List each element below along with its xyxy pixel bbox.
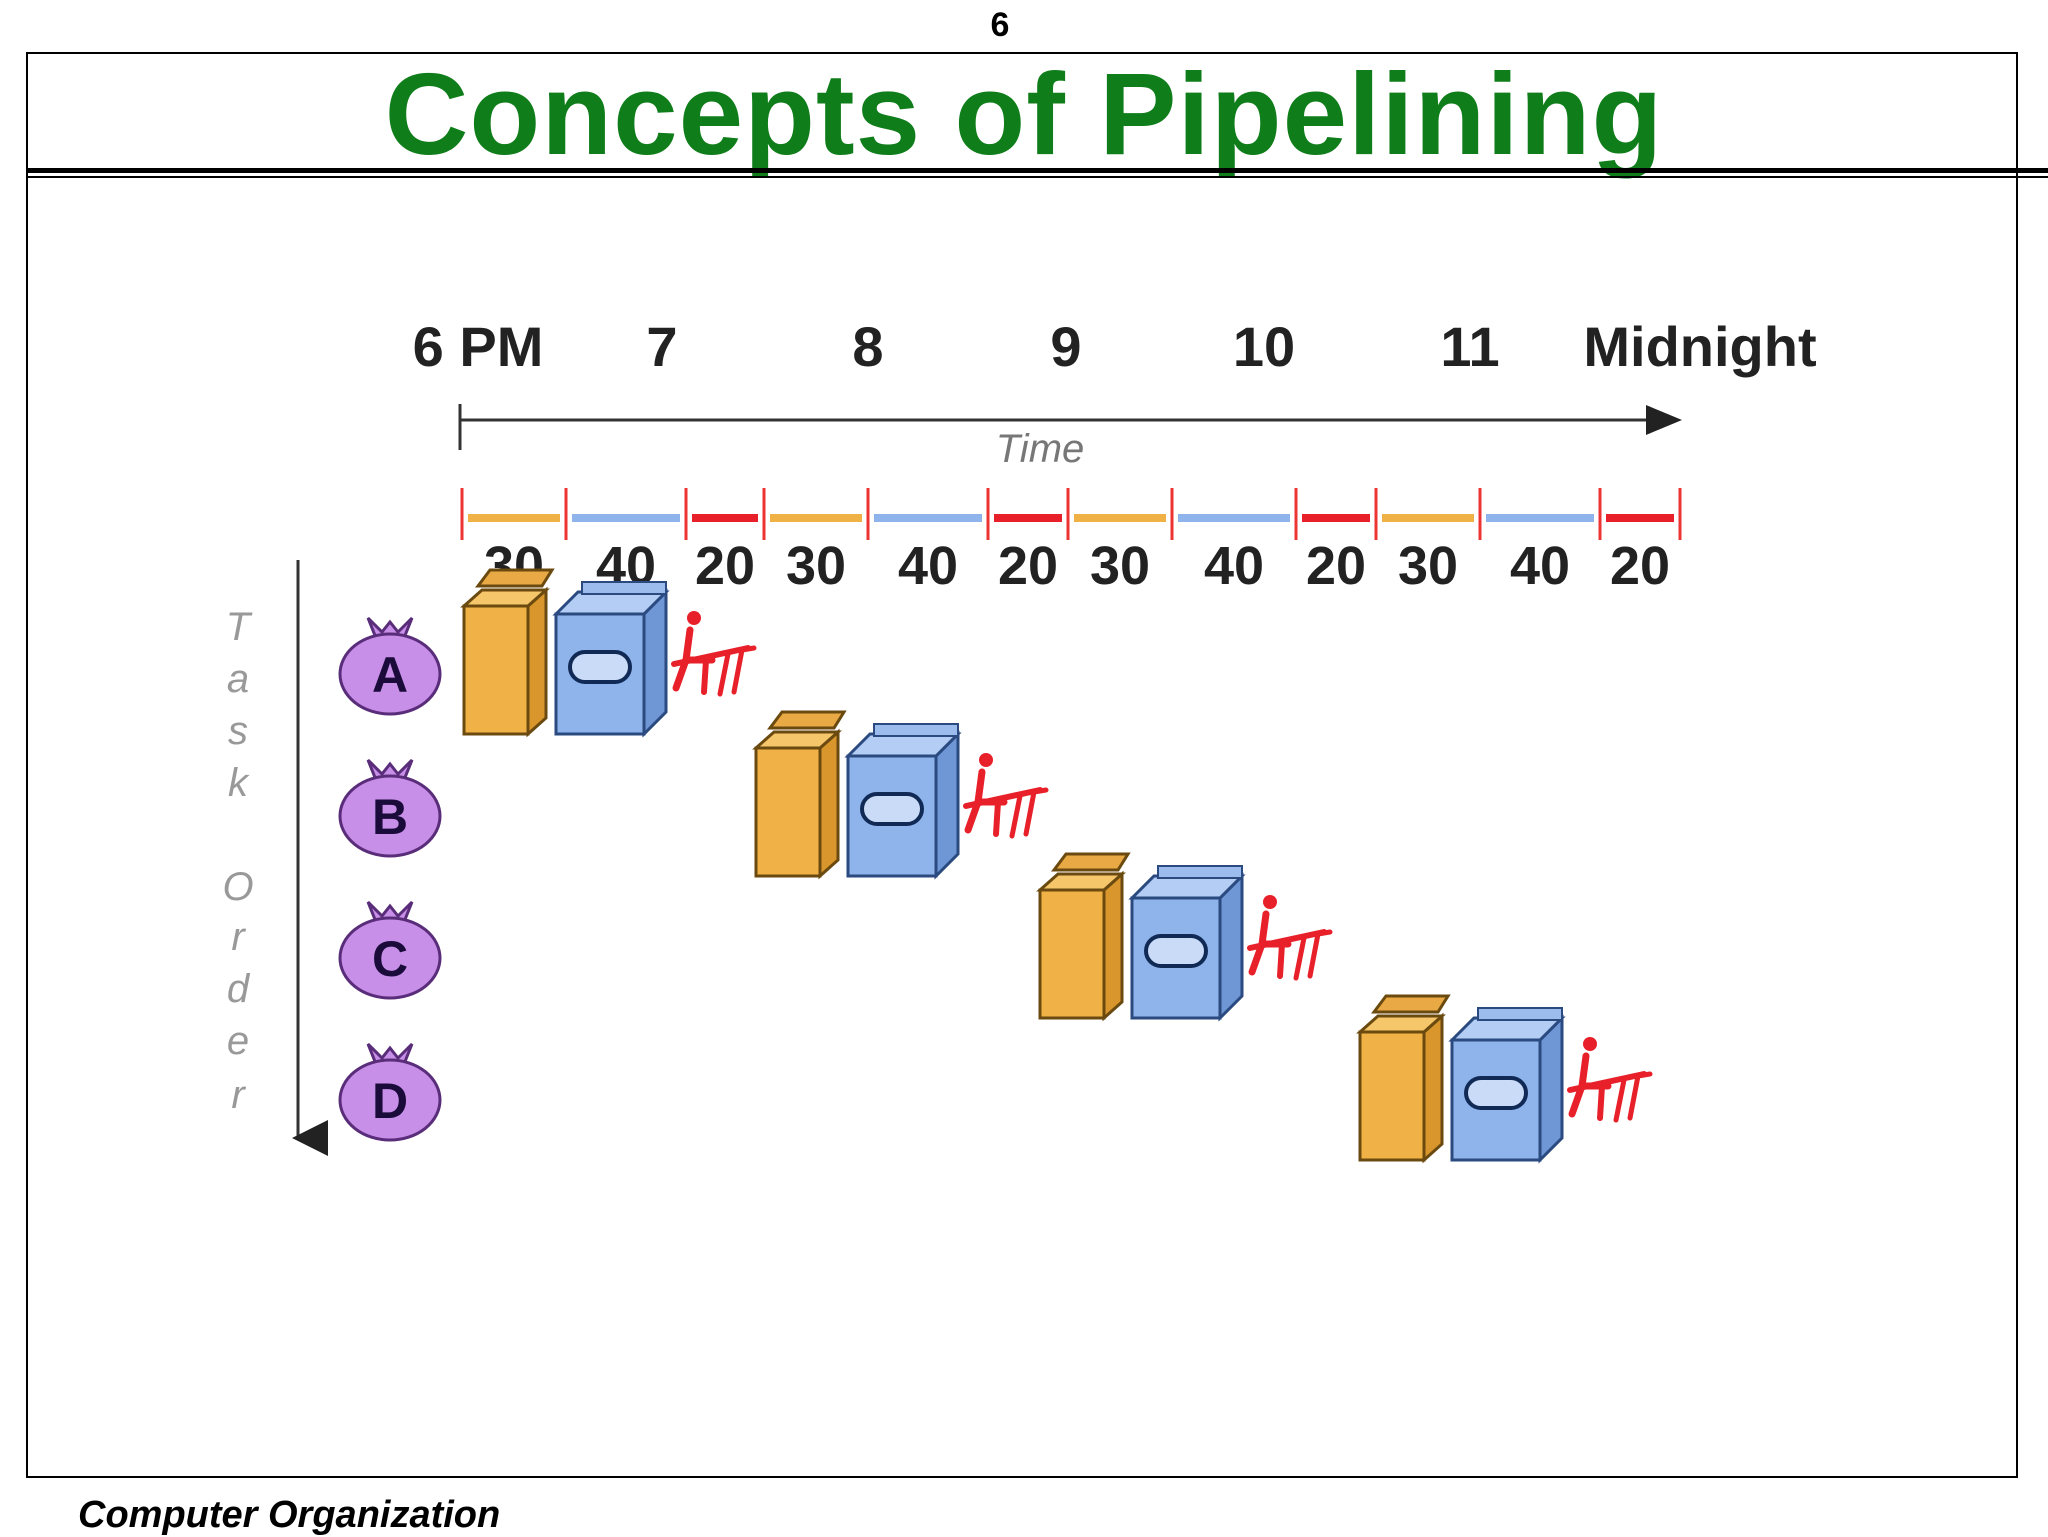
stage-timeline [462,488,1680,540]
task-order-letter: d [227,967,251,1011]
task-letter: A [372,647,408,703]
time-label: 9 [1050,315,1081,378]
washer-icon [464,570,552,734]
dryer-icon [1132,866,1242,1018]
task-order-letter: a [227,657,249,701]
washer-icon [756,712,844,876]
washer-icon [1360,996,1448,1160]
dryer-icon [556,582,666,734]
task-row: C [340,854,1330,1018]
task-order-letter: s [228,709,248,753]
task-order-letter: O [222,865,253,909]
time-label: 11 [1440,315,1499,378]
time-label: 8 [852,315,883,378]
laundry-bag-icon: B [340,760,440,856]
task-row: B [340,712,1046,876]
dryer-icon [848,724,958,876]
task-order-letter: r [231,915,246,959]
stage-duration-label: 40 [1204,536,1264,596]
task-rows: A B C D [340,570,1650,1160]
task-letter: C [372,931,408,987]
time-labels: 6 PM 7 8 9 10 11 Midnight [413,315,1817,378]
stage-duration-label: 20 [998,536,1058,596]
footer-course-title: Computer Organization [78,1494,500,1537]
time-label: 7 [646,315,677,378]
washer-icon [1040,854,1128,1018]
task-order-letter: r [231,1073,246,1117]
laundry-bag-icon: A [340,618,440,714]
task-order-letter: k [228,761,250,805]
stage-duration-label: 20 [1610,536,1670,596]
stage-duration-label: 20 [1306,536,1366,596]
stage-duration-label: 30 [786,536,846,596]
stage-duration-label: 40 [1510,536,1570,596]
folder-person-icon [966,753,1046,836]
folder-person-icon [1250,895,1330,978]
time-label: 6 PM [413,315,544,378]
laundry-bag-icon: D [340,1044,440,1140]
task-letter: D [372,1073,408,1129]
laundry-bag-icon: C [340,902,440,998]
task-order-letter: T [226,605,253,649]
folder-person-icon [1570,1037,1650,1120]
task-row: D [340,996,1650,1160]
time-label: Midnight [1583,315,1816,378]
stage-duration-label: 20 [695,536,755,596]
stage-duration-label: 40 [898,536,958,596]
stage-duration-label: 30 [1090,536,1150,596]
time-axis-label: Time [996,427,1085,471]
dryer-icon [1452,1008,1562,1160]
folder-person-icon [674,611,754,694]
time-label: 10 [1233,315,1295,378]
task-letter: B [372,789,408,845]
task-order-letter: e [227,1019,249,1063]
task-row: A [340,570,754,734]
stage-duration-label: 30 [1398,536,1458,596]
